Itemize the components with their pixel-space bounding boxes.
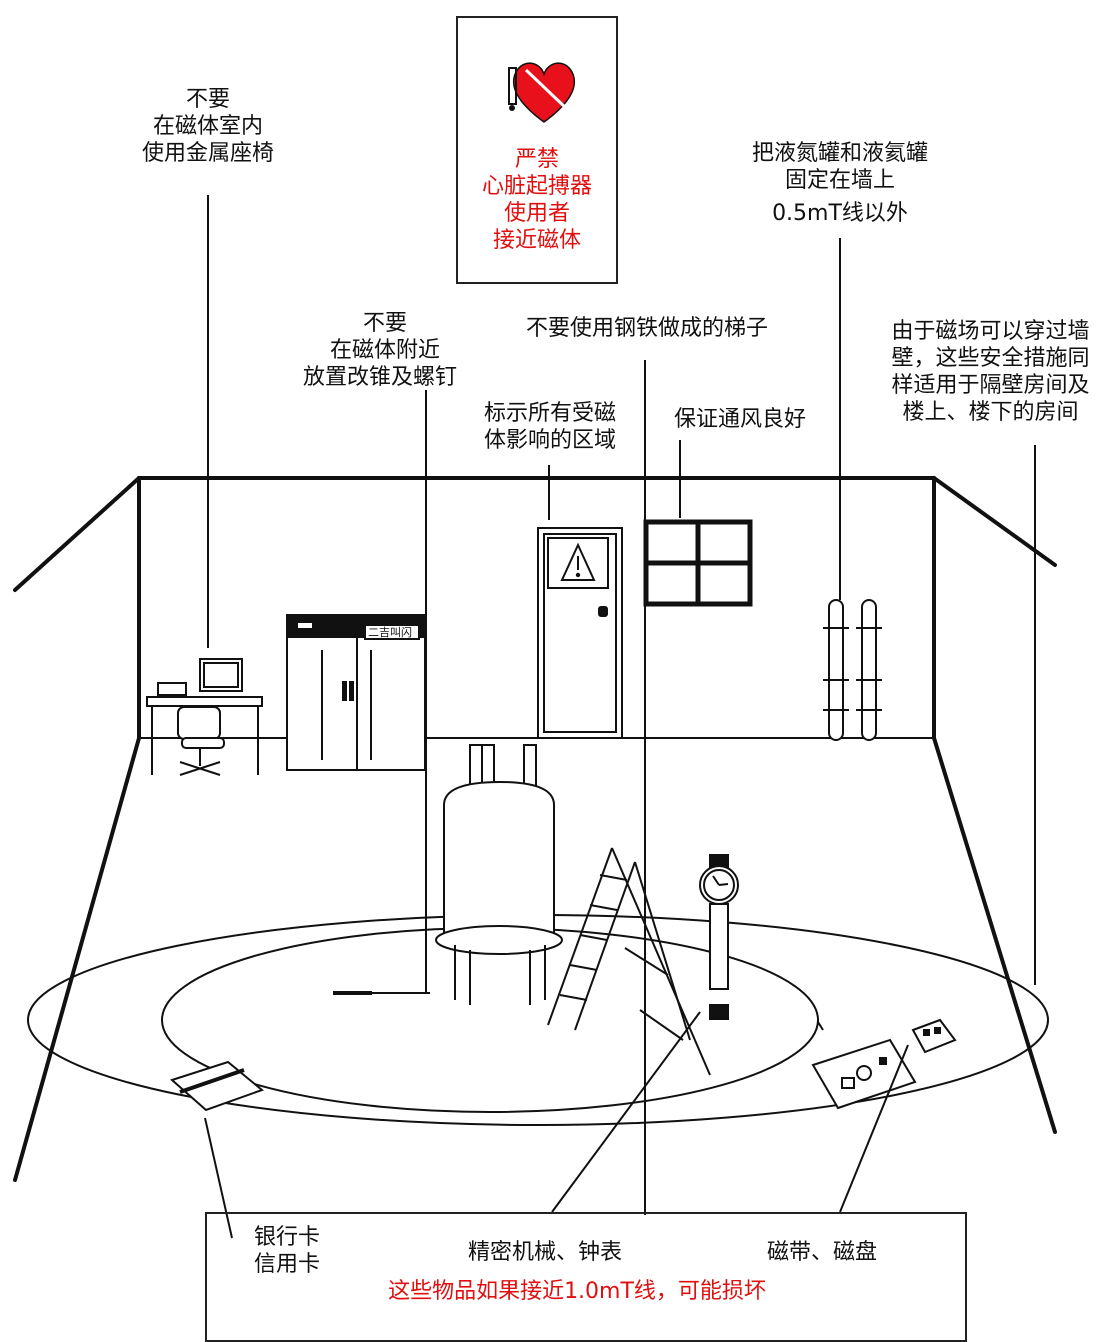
label-line: 壁，这些安全措施同 xyxy=(891,346,1090,371)
window xyxy=(643,519,753,607)
door xyxy=(537,527,623,739)
cabinet-label: 二吉叫闪 xyxy=(368,625,412,639)
damage-warning-text: 这些物品如果接近1.0mT线，可能损坏 xyxy=(388,1279,766,1304)
sign-line-4: 接近磁体 xyxy=(492,228,581,253)
label-line: 体影响的区域 xyxy=(483,428,616,453)
label-line: 由于磁场可以穿过墙 xyxy=(891,319,1090,344)
pointer-lines xyxy=(204,195,1036,1239)
cards-label-line: 信用卡 xyxy=(253,1252,320,1277)
label-line: 不要 xyxy=(185,87,230,112)
floppy-disk xyxy=(811,1038,917,1110)
label-line: 把液氮罐和液氦罐 xyxy=(751,141,928,166)
label-line: 0.5mT线以外 xyxy=(772,201,908,226)
room-walls xyxy=(13,476,1057,1182)
label-line: 样适用于隔壁房间及 xyxy=(891,373,1090,398)
damage-warning-box: 银行卡 信用卡 精密机械、钟表 磁带、磁盘 这些物品如果接近1.0mT线，可能损… xyxy=(205,1212,967,1342)
sign-line-1: 严禁 xyxy=(514,147,559,172)
label-line: 使用金属座椅 xyxy=(141,141,274,166)
gas-cylinders xyxy=(823,599,882,741)
watch xyxy=(699,854,739,1020)
tape-label: 磁带、磁盘 xyxy=(766,1240,877,1265)
mri-magnet xyxy=(435,744,563,1005)
label-line: 在磁体室内 xyxy=(152,114,263,139)
label-ventilation: 保证通风良好 xyxy=(673,407,806,432)
tape-cassette xyxy=(911,1018,957,1054)
credit-card xyxy=(170,1060,264,1112)
label-line: 放置改锥及螺钉 xyxy=(302,365,457,390)
computer-desk xyxy=(146,658,263,776)
pacemaker-warning-sign: 严禁 心脏起搏器 使用者 接近磁体 xyxy=(456,16,618,284)
cards-label-line: 银行卡 xyxy=(253,1225,320,1250)
label-line: 固定在墙上 xyxy=(784,168,895,193)
watch-label: 精密机械、钟表 xyxy=(467,1240,622,1265)
label-line: 在磁体附近 xyxy=(329,338,440,363)
ladder xyxy=(547,847,711,1076)
sign-line-2: 心脏起搏器 xyxy=(481,174,592,199)
label-no-steel-ladder: 不要使用钢铁做成的梯子 xyxy=(525,316,768,341)
label-line: 标示所有受磁 xyxy=(483,401,616,426)
sign-line-3: 使用者 xyxy=(503,201,570,226)
label-line: 楼上、楼下的房间 xyxy=(902,400,1079,425)
label-line: 不要 xyxy=(362,311,407,336)
heart-pacemaker-icon xyxy=(508,62,576,123)
